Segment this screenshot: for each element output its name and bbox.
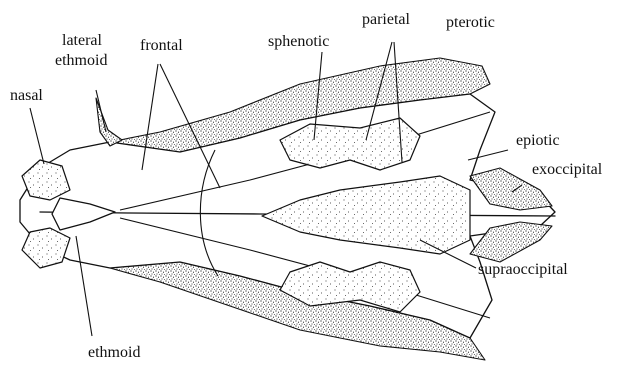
label-lateral-ethmoid-line2: ethmoid: [55, 52, 107, 69]
label-epiotic: epiotic: [516, 132, 560, 149]
label-exoccipital: exoccipital: [532, 161, 603, 178]
label-supraoccipital: supraoccipital: [478, 261, 568, 278]
label-nasal: nasal: [10, 87, 43, 104]
label-parietal: parietal: [362, 11, 411, 28]
label-frontal: frontal: [140, 37, 183, 54]
label-pterotic: pterotic: [446, 14, 495, 31]
label-sphenotic: sphenotic: [268, 33, 329, 50]
label-ethmoid: ethmoid: [88, 344, 140, 361]
label-lateral-ethmoid-line1: lateral: [62, 32, 103, 49]
nasal-bone-lower: [22, 228, 70, 268]
skull-drawing: [20, 58, 555, 360]
leader-nasal: [30, 108, 44, 164]
